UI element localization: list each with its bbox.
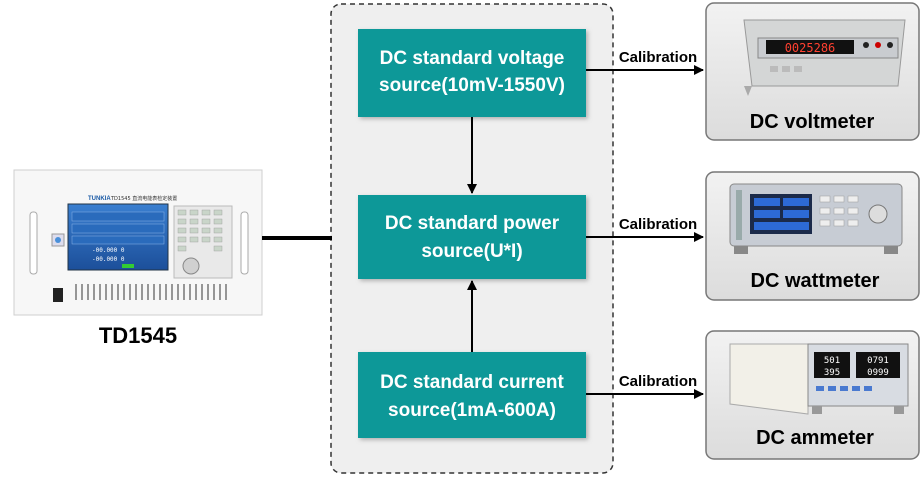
power-socket [53, 288, 63, 302]
device-panel-title: TD1545 直流电能表检定装置 [110, 195, 177, 202]
device-vents [75, 284, 227, 300]
wattmeter-label: DC wattmeter [751, 270, 880, 292]
voltmeter-label: DC voltmeter [750, 111, 875, 133]
current-source-line2: source(1mA-600A) [388, 400, 556, 421]
current-calibration-label: Calibration [619, 373, 697, 390]
ammeter-panel: 501 395 0791 0999 DC ammeter [705, 330, 920, 460]
ammeter-image: 501 395 0791 0999 [729, 343, 909, 415]
current-source-box: DC standard current source(1mA-600A) [358, 352, 586, 438]
device-brand: TUNKIA [88, 196, 111, 202]
voltmeter-image: 0025286 [743, 19, 906, 96]
voltage-calibration-label: Calibration [619, 49, 697, 66]
device-readout-2: -00.000 0 [92, 256, 125, 263]
ammeter-display-top-left: 501 [824, 356, 840, 366]
ammeter-display-top-right: 0791 [867, 356, 889, 366]
voltage-source-line1: DC standard voltage [380, 48, 565, 69]
device-name-label: TD1545 [99, 323, 177, 348]
power-calibration-label: Calibration [619, 216, 697, 233]
voltage-source-box: DC standard voltage source(10mV-1550V) [358, 29, 586, 117]
wattmeter-panel: DC wattmeter [705, 171, 920, 301]
device-knob [182, 257, 200, 275]
power-source-box: DC standard power source(U*I) [358, 195, 586, 279]
wattmeter-image [729, 183, 903, 254]
device-readout-1: -00.000 0 [92, 247, 125, 254]
left-rack-handle [29, 211, 38, 275]
power-source-line1: DC standard power [385, 213, 560, 234]
ammeter-label: DC ammeter [756, 427, 874, 449]
right-rack-handle [240, 211, 249, 275]
current-source-line1: DC standard current [380, 372, 564, 393]
voltmeter-display: 0025286 [785, 41, 836, 55]
voltage-source-line2: source(10mV-1550V) [379, 75, 565, 96]
td1545-device: TUNKIA TD1545 直流电能表检定装置 -00.000 0 -00.00… [13, 169, 263, 316]
ammeter-display-bottom-left: 395 [824, 368, 840, 378]
power-source-line2: source(U*I) [421, 241, 522, 262]
ammeter-display-bottom-right: 0999 [867, 368, 889, 378]
voltmeter-panel: 0025286 DC voltmeter [705, 2, 920, 141]
